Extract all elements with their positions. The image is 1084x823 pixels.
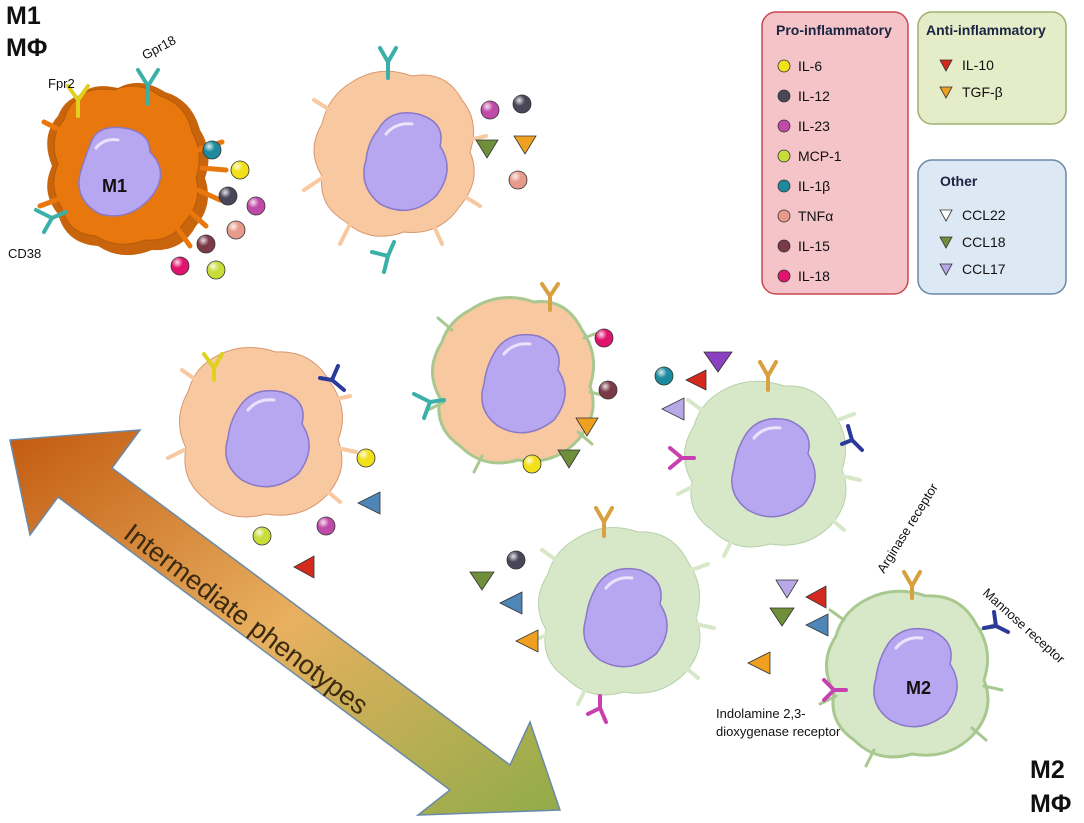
legend-anti-item: TGF-β — [939, 84, 1003, 100]
legend-item-label: TGF-β — [962, 84, 1003, 100]
legend-pro-item: IL-1β — [777, 178, 830, 194]
legend-anti-item: IL-10 — [939, 57, 994, 73]
m1-cell-label: M1 — [102, 176, 127, 196]
intermediate-2-cytokines — [252, 448, 381, 579]
m2-subtitle: MΦ — [1030, 790, 1071, 818]
legend-swatch-triangle — [939, 209, 953, 222]
legend-item-label: CCL18 — [962, 234, 1006, 250]
intermediate-1-cytokines — [475, 94, 537, 190]
m2-corner-label: M2 MΦ — [1030, 756, 1071, 818]
fpr2-label: Fpr2 — [48, 76, 75, 91]
legend-anti-title: Anti-inflammatory — [926, 22, 1046, 38]
legend-item-label: IL-23 — [798, 118, 830, 134]
legend-item-label: IL-12 — [798, 88, 830, 104]
m2-macrophage: M2 — [818, 570, 1010, 768]
intermediate-5-cytokines — [469, 550, 539, 653]
cd38-label: CD38 — [8, 246, 41, 261]
legend-swatch-circle — [777, 239, 791, 253]
legend-pro-title: Pro-inflammatory — [776, 22, 892, 38]
intermediate-macrophage-3 — [412, 282, 608, 474]
intermediate-macrophage-4 — [668, 360, 864, 558]
gpr18-receptor — [136, 68, 160, 106]
legend-pro-item: TNFα — [777, 208, 833, 224]
intermediate-4-cytokines — [654, 351, 733, 421]
legend-swatch-triangle — [939, 86, 953, 99]
legend-other-item: CCL18 — [939, 234, 1006, 250]
legend-item-label: IL-6 — [798, 58, 822, 74]
m1-macrophage: M1 — [37, 82, 229, 256]
intermediate-macrophage-2 — [166, 347, 358, 518]
m1-corner-label: M1 MΦ — [6, 2, 47, 62]
legend-pro-item: IL-23 — [777, 118, 830, 134]
legend-item-label: IL-18 — [798, 268, 830, 284]
legend-item-label: MCP-1 — [798, 148, 842, 164]
legend-pro-inflammatory: Pro-inflammatory IL-6IL-12IL-23MCP-1IL-1… — [761, 11, 909, 295]
legend-pro-item: IL-12 — [777, 88, 830, 104]
fpr2-receptor — [66, 84, 90, 118]
legend-swatch-circle — [777, 59, 791, 73]
legend-item-label: TNFα — [798, 208, 833, 224]
gpr18-label: Gpr18 — [139, 32, 178, 62]
legend-item-label: CCL22 — [962, 207, 1006, 223]
legend-swatch-circle — [777, 269, 791, 283]
arginase-receptor-label: Arginase receptor — [874, 480, 941, 576]
legend-swatch-triangle — [939, 236, 953, 249]
legend-item-label: IL-15 — [798, 238, 830, 254]
m2-cytokines — [747, 579, 829, 675]
ido-receptor-label-2: dioxygenase receptor — [716, 724, 841, 739]
m2-cell-label: M2 — [906, 678, 931, 698]
legend-other-item: CCL17 — [939, 261, 1006, 277]
legend-other-item: CCL22 — [939, 207, 1006, 223]
intermediate-macrophage-5 — [530, 506, 716, 724]
cd38-receptor — [34, 208, 68, 234]
m1-title: M1 — [6, 2, 41, 30]
legend-item-label: IL-10 — [962, 57, 994, 73]
m1-cytokines — [170, 140, 266, 280]
legend-other-title: Other — [940, 173, 978, 189]
legend-swatch-triangle — [939, 59, 953, 72]
legend-swatch-circle — [777, 119, 791, 133]
m2-title: M2 — [1030, 756, 1065, 784]
legend-pro-item: MCP-1 — [777, 148, 842, 164]
intermediate-macrophage-1 — [302, 46, 488, 274]
arrow-label: Intermediate phenotypes — [118, 518, 373, 721]
legend-swatch-circle — [777, 149, 791, 163]
intermediate-3-cytokines — [522, 328, 618, 474]
legend-pro-item: IL-15 — [777, 238, 830, 254]
legend-pro-item: IL-18 — [777, 268, 830, 284]
legend-swatch-circle — [777, 89, 791, 103]
legend-pro-item: IL-6 — [777, 58, 822, 74]
ido-receptor-label-1: Indolamine 2,3- — [716, 706, 806, 721]
legend-swatch-circle — [777, 179, 791, 193]
legend-swatch-circle — [777, 209, 791, 223]
legend-swatch-triangle — [939, 263, 953, 276]
legend-item-label: IL-1β — [798, 178, 830, 194]
legend-item-label: CCL17 — [962, 261, 1006, 277]
m1-subtitle: MΦ — [6, 34, 47, 62]
